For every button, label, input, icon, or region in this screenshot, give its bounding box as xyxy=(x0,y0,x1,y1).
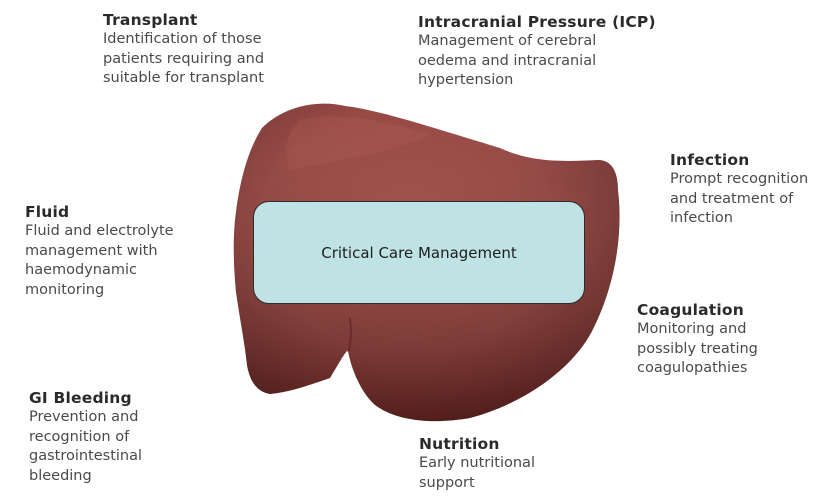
liver-lobe-fissure xyxy=(347,317,352,353)
annotation-title: Intracranial Pressure (ICP) xyxy=(418,13,656,31)
annotation-title: Infection xyxy=(670,151,750,169)
annotation-line: possibly treating xyxy=(637,340,758,357)
annotation-line: infection xyxy=(670,210,733,226)
annotation-line: gastrointestinal xyxy=(29,448,143,464)
annotation-line: support xyxy=(419,474,475,491)
annotation-title: Nutrition xyxy=(419,435,500,453)
annotation-line: Fluid and electrolyte xyxy=(25,223,174,239)
transplant-annotation: Transplant Identification of those patie… xyxy=(103,10,264,89)
annotation-title: GI Bleeding xyxy=(29,389,132,407)
annotation-line: and treatment of xyxy=(670,190,794,207)
annotation-line: Management of cerebral xyxy=(418,33,597,49)
fluid-annotation: Fluid Fluid and electrolyte management w… xyxy=(25,202,174,300)
annotation-line: coagulopathies xyxy=(637,360,748,376)
annotation-line: hypertension xyxy=(418,72,514,88)
annotation-title: Coagulation xyxy=(637,301,744,319)
icp-annotation: Intracranial Pressure (ICP) Management o… xyxy=(418,12,656,91)
annotation-title: Fluid xyxy=(25,203,70,221)
annotation-line: monitoring xyxy=(25,281,105,298)
annotation-line: bleeding xyxy=(29,467,92,484)
annotation-line: Early nutritional xyxy=(419,455,535,471)
annotation-line: suitable for transplant xyxy=(103,70,264,86)
center-label: Critical Care Management xyxy=(321,243,517,262)
annotation-line: Prevention and xyxy=(29,409,139,425)
annotation-line: recognition of xyxy=(29,428,130,445)
nutrition-annotation: Nutrition Early nutritional support xyxy=(419,434,535,493)
coagulation-annotation: Coagulation Monitoring and possibly trea… xyxy=(637,300,758,379)
annotation-line: Prompt recognition xyxy=(670,171,809,187)
liver-highlight xyxy=(286,116,430,170)
annotation-line: haemodynamic xyxy=(25,262,137,278)
annotation-line: patients requiring and xyxy=(103,50,265,67)
gi-bleeding-annotation: GI Bleeding Prevention and recognition o… xyxy=(29,388,142,486)
annotation-line: Monitoring and xyxy=(637,321,747,337)
annotation-line: Identification of those xyxy=(103,31,262,47)
infection-annotation: Infection Prompt recognition and treatme… xyxy=(670,150,808,229)
annotation-line: oedema and intracranial xyxy=(418,52,597,69)
critical-care-management-box: Critical Care Management xyxy=(253,201,585,304)
annotation-title: Transplant xyxy=(103,11,198,29)
annotation-line: management with xyxy=(25,242,158,259)
